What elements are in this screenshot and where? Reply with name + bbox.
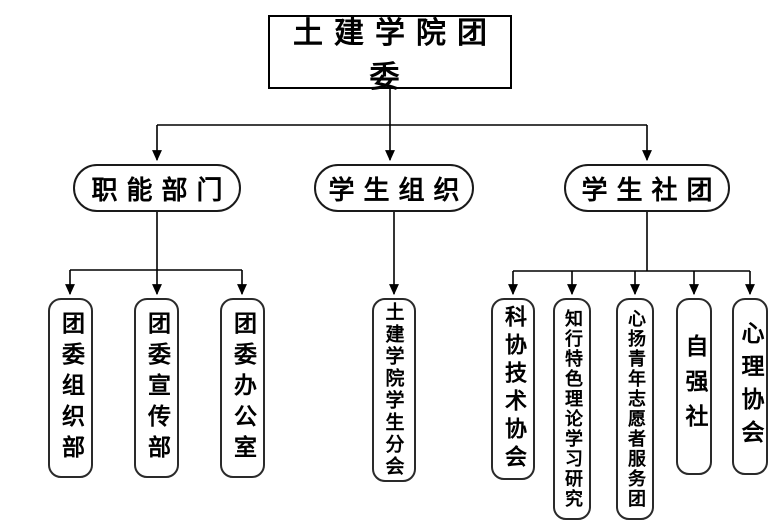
leaf-node-label: 科协技术协会: [501, 305, 526, 473]
leaf-node-label: 心扬青年志愿者服务团: [625, 309, 646, 509]
leaf-node-psychology-association: 心理协会: [732, 298, 768, 475]
branch-node-student-societies: 学生社团: [564, 164, 730, 212]
leaf-node-volunteer-service-group: 心扬青年志愿者服务团: [616, 298, 654, 520]
leaf-node-organization-dept: 团委组织部: [48, 298, 93, 478]
leaf-node-label: 知行特色理论学习研究: [562, 309, 583, 509]
leaf-node-committee-office: 团委办公室: [220, 298, 265, 478]
leaf-node-science-tech-association: 科协技术协会: [491, 298, 535, 480]
root-node-label: 土建学院团委: [293, 16, 498, 95]
leaf-node-zhixing-theory-study: 知行特色理论学习研究: [553, 298, 591, 520]
branch-node-label: 职能部门: [91, 175, 232, 206]
leaf-node-self-improvement-society: 自强社: [676, 298, 712, 475]
leaf-node-publicity-dept: 团委宣传部: [134, 298, 179, 478]
leaf-node-label: 自强社: [681, 334, 707, 439]
branch-node-student-organizations: 学生组织: [314, 164, 474, 212]
leaf-node-label: 团委办公室: [229, 310, 256, 466]
leaf-node-label: 心理协会: [737, 320, 763, 453]
branch-node-label: 学生组织: [328, 175, 469, 206]
leaf-node-student-branch: 土建学院学生分会: [372, 298, 416, 482]
leaf-node-label: 团委组织部: [57, 310, 84, 466]
branch-node-label: 学生社团: [581, 175, 722, 206]
branch-node-functional-departments: 职能部门: [73, 164, 241, 212]
leaf-node-label: 团委宣传部: [143, 310, 170, 466]
leaf-node-label: 土建学院学生分会: [382, 302, 405, 478]
root-node-youth-league-committee: 土建学院团委: [268, 15, 512, 95]
